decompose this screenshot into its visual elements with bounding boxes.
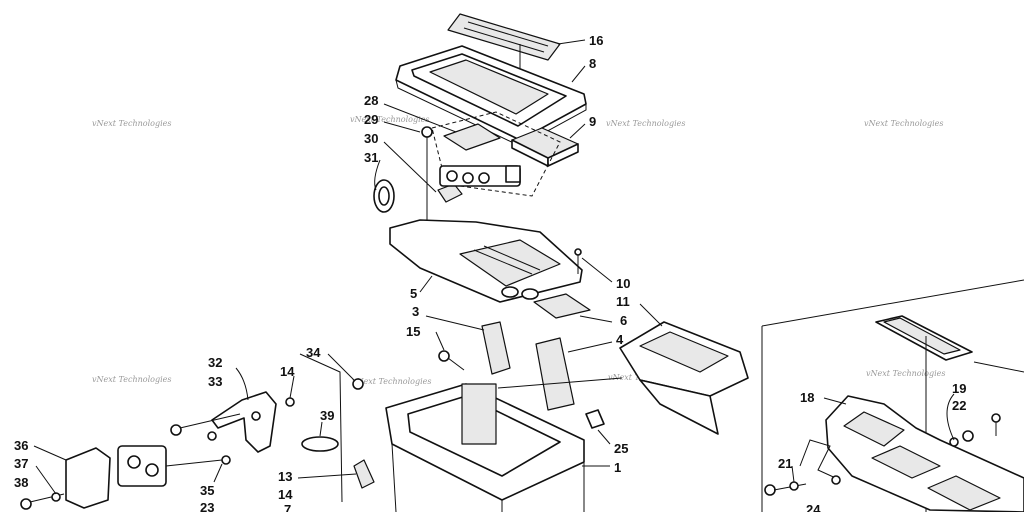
watermark: vNext Technologies — [606, 119, 685, 128]
callout-37: 37 — [14, 456, 28, 471]
callout-14: 14 — [280, 364, 295, 379]
part-21-screw — [764, 481, 807, 496]
watermark: vNext Technologies — [92, 375, 171, 384]
watermark: vNext Technologies — [92, 119, 171, 128]
callout-28: 28 — [364, 93, 378, 108]
callout-32: 32 — [208, 355, 222, 370]
callout-39: 39 — [320, 408, 334, 423]
inset-gasket — [875, 315, 973, 512]
callout-5: 5 — [410, 286, 417, 301]
part-5-base-tray — [389, 219, 583, 303]
assembly-boundary-line — [299, 353, 343, 503]
callout-6: 6 — [620, 313, 627, 328]
callout-4: 4 — [616, 332, 624, 347]
callout-23: 23 — [200, 500, 214, 512]
callout-33: 33 — [208, 374, 222, 389]
callout-1: 1 — [614, 460, 621, 475]
part-10-screw — [574, 248, 582, 274]
inset-screw — [991, 413, 1001, 436]
callout-14: 14 — [278, 487, 293, 502]
callout-36: 36 — [14, 438, 28, 453]
callout-3: 3 — [412, 304, 419, 319]
callout-29: 29 — [364, 112, 378, 127]
part-37-washer — [51, 492, 61, 502]
callout-34: 34 — [306, 345, 321, 360]
part-19-nut — [962, 430, 974, 442]
callout-22: 22 — [952, 398, 966, 413]
part-9-filter — [511, 127, 579, 167]
watermark: vNext Technologies — [864, 119, 943, 128]
callout-25: 25 — [614, 441, 628, 456]
callout-38: 38 — [14, 475, 28, 490]
part-31-boot — [373, 179, 395, 213]
part-4-foam-block — [535, 337, 575, 411]
part-34-grommet — [352, 378, 364, 390]
callout-35: 35 — [200, 483, 214, 498]
part-8-lid — [395, 45, 587, 147]
part-32-bracket — [207, 391, 277, 453]
inset-frame — [761, 279, 1024, 512]
callout-30: 30 — [364, 131, 378, 146]
callout-18: 18 — [800, 390, 814, 405]
watermark: vNext Technologies — [866, 369, 945, 378]
watermark: vNext Technologies — [350, 115, 429, 124]
part-14-washer — [285, 397, 295, 407]
part-39-clamp — [301, 436, 339, 452]
callout-19: 19 — [952, 381, 966, 396]
part-36-cover — [65, 447, 111, 509]
callout-15: 15 — [406, 324, 420, 339]
callout-24: 24 — [806, 502, 821, 512]
callout-9: 9 — [589, 114, 596, 129]
callout-8: 8 — [589, 56, 596, 71]
part-24-wire — [799, 439, 841, 485]
callout-7: 7 — [284, 502, 291, 512]
callout-16: 16 — [589, 33, 603, 48]
part-11-duct — [619, 321, 749, 435]
callout-13: 13 — [278, 469, 292, 484]
part-6-foam — [533, 293, 591, 319]
part-13-clip — [353, 459, 375, 489]
carburetor-assembly — [117, 445, 231, 487]
part-1-air-box — [385, 377, 623, 513]
part-33-bolt — [170, 413, 241, 436]
callout-21: 21 — [778, 456, 792, 471]
callout-31: 31 — [364, 150, 378, 165]
part-28-decal — [431, 111, 561, 197]
leader-lines — [33, 39, 1024, 495]
electrical-bracket — [439, 165, 521, 187]
callout-10: 10 — [616, 276, 630, 291]
part-18-inlet — [825, 395, 1024, 513]
callout-11: 11 — [616, 294, 630, 309]
part-22-washer — [949, 437, 959, 447]
part-15-bolt — [438, 350, 465, 371]
part-3-foam-block — [481, 321, 511, 375]
watermark: vNext Technologies — [352, 377, 431, 386]
part-25-clamp — [585, 409, 605, 429]
